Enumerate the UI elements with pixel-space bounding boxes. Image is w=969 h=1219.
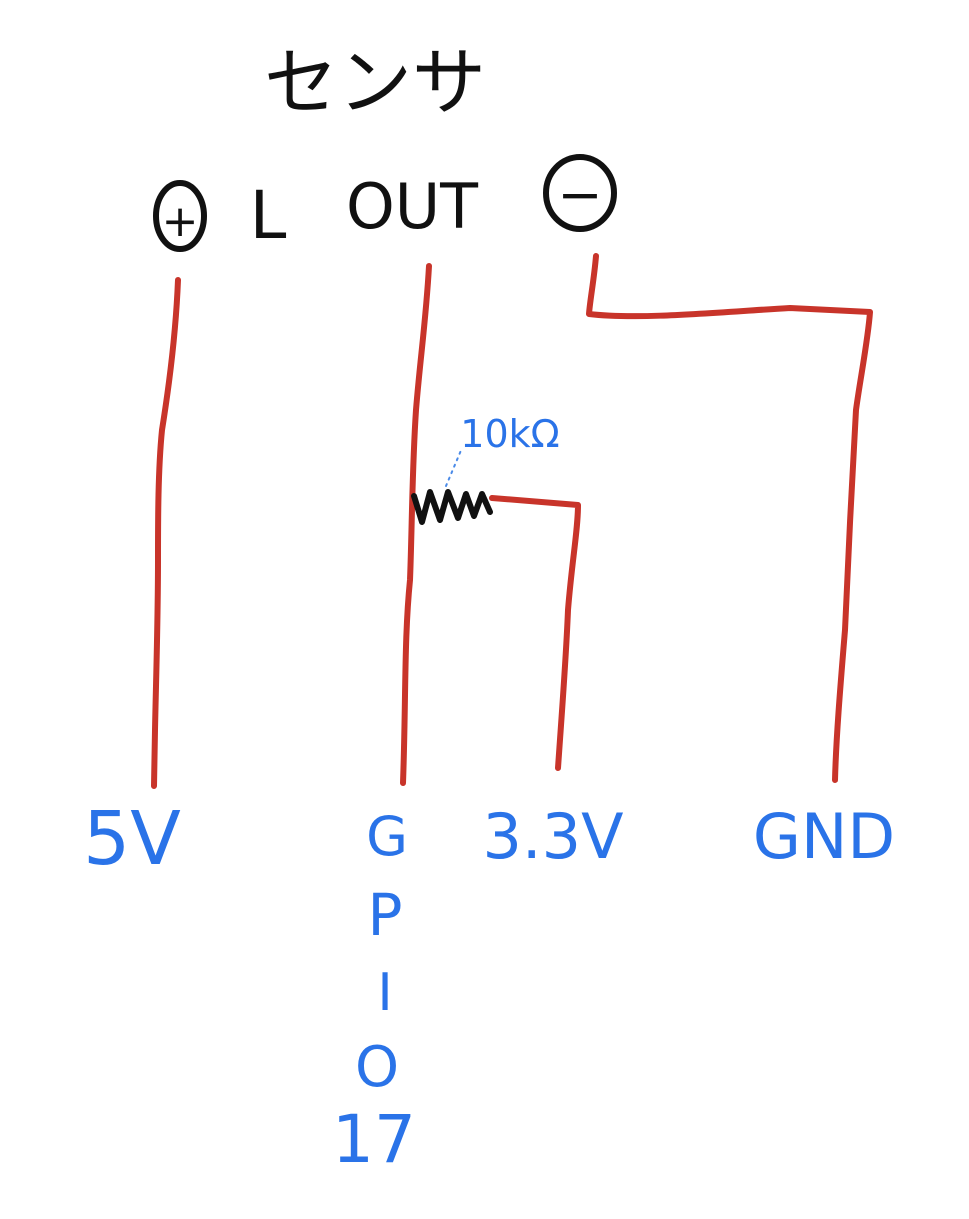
wire-resistor-3v3 xyxy=(489,495,581,771)
sensor-title: センサ xyxy=(264,40,486,126)
svg-text:−: − xyxy=(557,163,602,226)
label-5v: 5V xyxy=(83,796,181,882)
svg-text:17: 17 xyxy=(332,1101,416,1178)
resistor-leader xyxy=(445,447,463,487)
svg-text:P: P xyxy=(368,881,403,949)
svg-text:O: O xyxy=(355,1035,399,1100)
svg-text:I: I xyxy=(377,963,392,1023)
svg-text:G: G xyxy=(366,805,408,868)
label-3v3: 3.3V xyxy=(482,800,623,873)
label-gnd: GND xyxy=(753,800,895,873)
wire-5v xyxy=(151,277,181,789)
resistor-symbol xyxy=(411,489,493,525)
svg-text:+: + xyxy=(162,196,199,247)
resistor-label: 10kΩ xyxy=(460,412,559,456)
wire-gnd xyxy=(586,253,873,783)
pin-out-label: OUT xyxy=(346,170,479,243)
pin-l-label: L xyxy=(250,177,287,254)
pin-minus: − xyxy=(543,154,617,232)
label-gpio17: G P I O 17 xyxy=(332,805,416,1178)
wire-out-gpio xyxy=(400,263,432,786)
pin-plus: + xyxy=(153,180,207,252)
